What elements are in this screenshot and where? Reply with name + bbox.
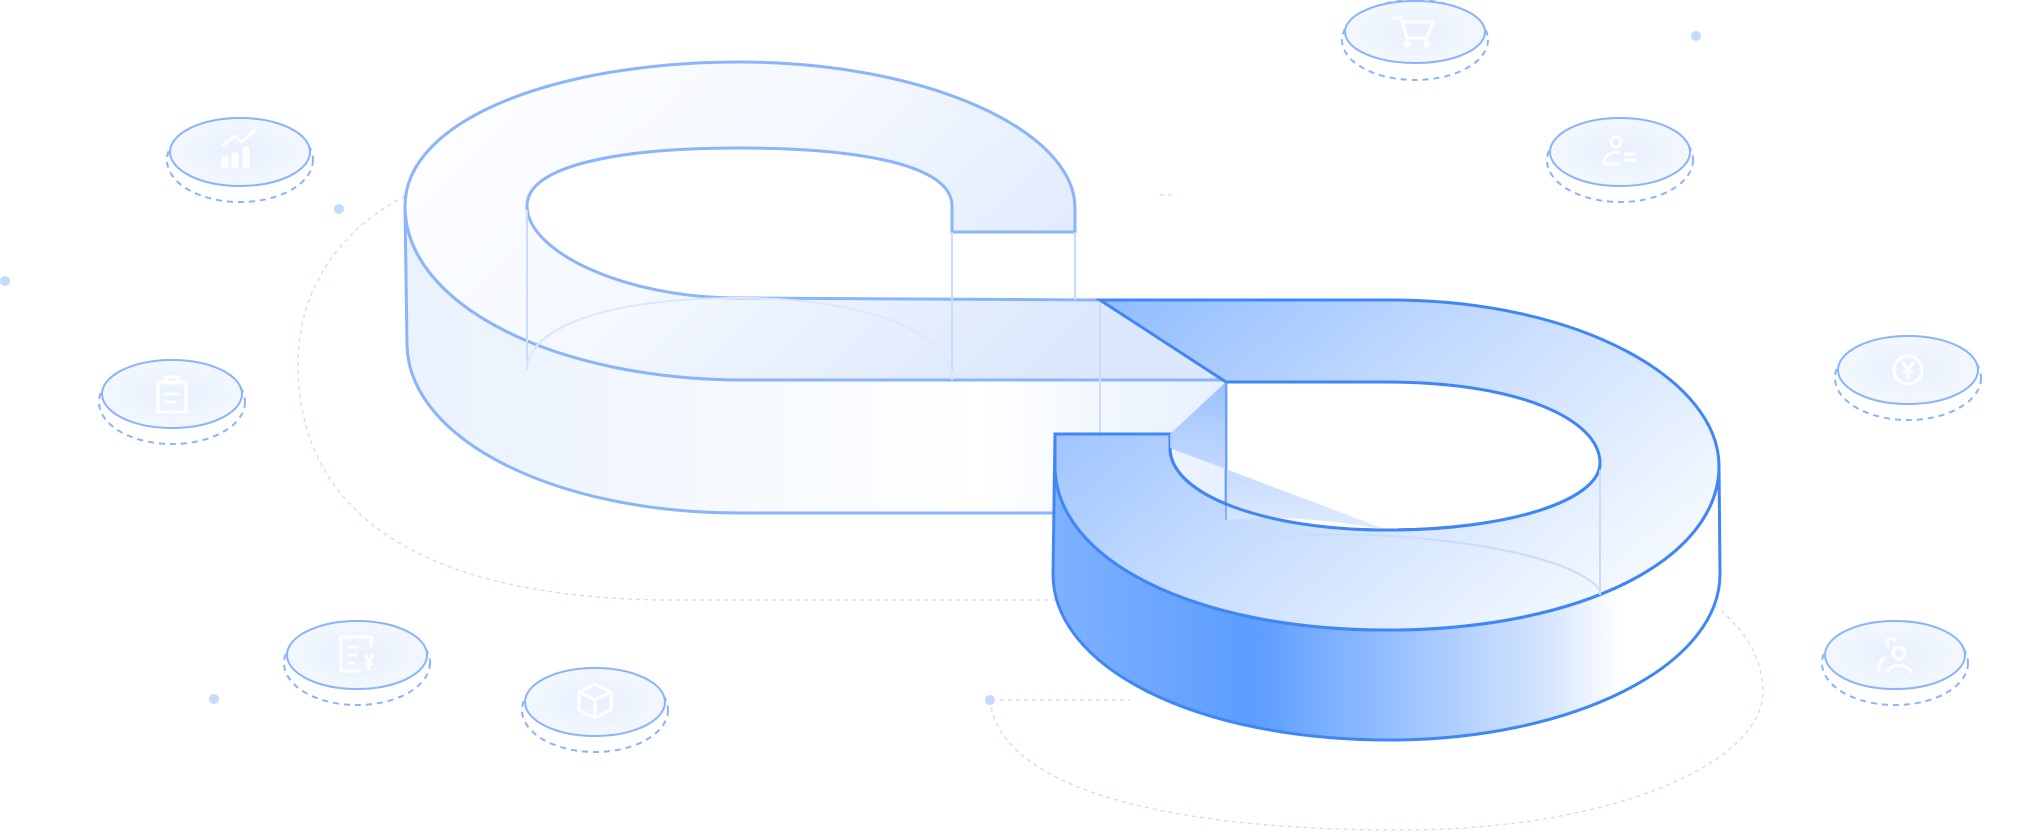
coin-yen xyxy=(1834,335,1982,421)
shopping-cart-icon xyxy=(1393,16,1436,48)
lower-s-shape xyxy=(1051,298,1722,742)
coin-chart-growth xyxy=(166,117,314,203)
user-list-icon xyxy=(1602,135,1636,166)
document-money-icon xyxy=(339,635,375,673)
coin-document-money xyxy=(283,620,431,706)
coin-users-group xyxy=(1821,620,1969,706)
coin-clipboard xyxy=(98,359,246,445)
coin-cube-box xyxy=(521,667,669,753)
coin-user-list xyxy=(1546,117,1694,203)
users-group-icon xyxy=(1877,637,1913,674)
coin-shopping-cart xyxy=(1341,0,1489,81)
yen-coin-icon xyxy=(1892,354,1924,386)
clipboard-icon xyxy=(156,375,188,414)
cube-box-icon xyxy=(577,682,613,720)
chart-growth-icon xyxy=(221,128,257,168)
